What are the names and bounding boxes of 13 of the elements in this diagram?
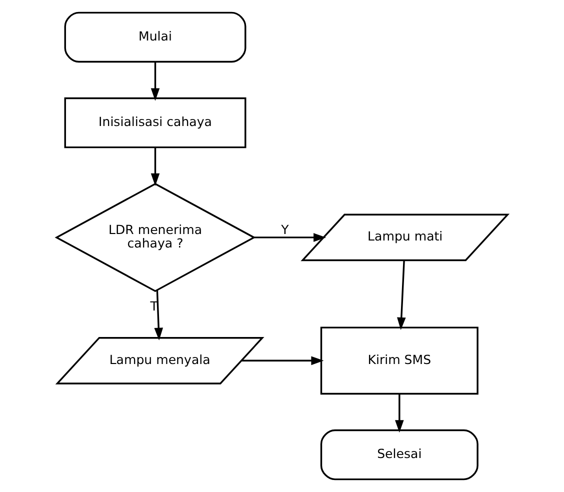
node-box: Mulai	[64, 12, 246, 63]
node-box: Kirim SMS	[320, 326, 478, 395]
arrow	[242, 356, 324, 366]
edge-label: Y	[281, 222, 289, 237]
node-box: Selesai	[320, 429, 478, 480]
arrow	[154, 290, 164, 340]
arrow	[254, 233, 326, 242]
arrow	[395, 394, 404, 433]
arrow	[150, 148, 160, 186]
arrow	[150, 62, 160, 101]
node-box: Inisialisasi cahaya	[64, 97, 246, 148]
arrow	[397, 260, 406, 330]
node-diamond: LDR menerima cahaya ?	[54, 182, 256, 292]
